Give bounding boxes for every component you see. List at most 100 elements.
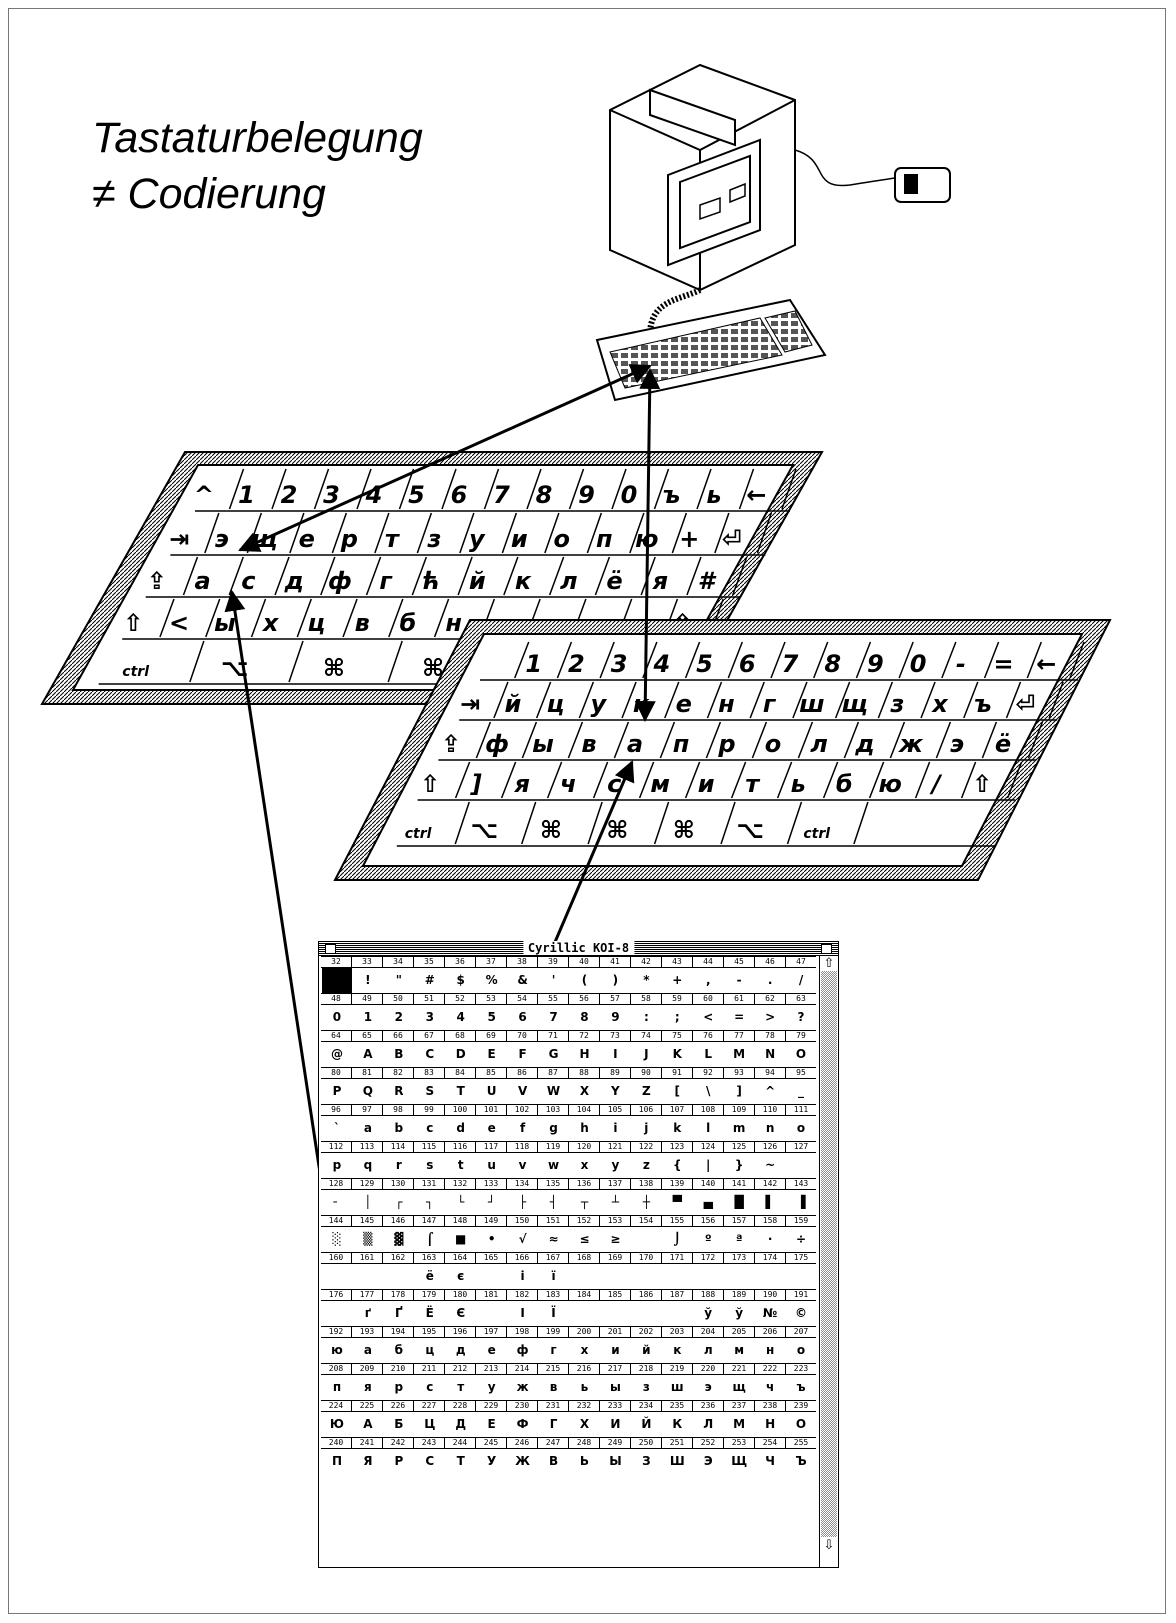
char-cell[interactable]: U [476, 1079, 507, 1104]
char-cell[interactable] [352, 1264, 383, 1289]
char-cell[interactable]: Е [476, 1412, 507, 1437]
char-cell[interactable]: ª [723, 1227, 754, 1252]
char-cell[interactable]: ? [785, 1005, 816, 1030]
char-cell[interactable]: 5 [476, 1005, 507, 1030]
vertical-scrollbar[interactable]: ⇧ ⇩ [819, 956, 838, 1567]
char-cell[interactable]: ▀ [661, 1190, 692, 1215]
char-cell[interactable] [661, 1264, 692, 1289]
char-cell[interactable] [321, 1264, 352, 1289]
char-cell[interactable]: f [507, 1116, 538, 1141]
char-cell[interactable]: Z [630, 1079, 661, 1104]
char-cell[interactable]: $ [445, 968, 476, 993]
char-cell[interactable]: ' [538, 968, 569, 993]
char-cell[interactable]: Ж [507, 1449, 538, 1474]
char-cell[interactable]: № [754, 1301, 785, 1326]
char-cell[interactable] [569, 1301, 600, 1326]
char-cell[interactable]: э [692, 1375, 723, 1400]
char-cell[interactable]: щ [723, 1375, 754, 1400]
char-cell[interactable]: м [723, 1338, 754, 1363]
char-cell[interactable]: V [507, 1079, 538, 1104]
char-cell[interactable]: w [538, 1153, 569, 1178]
char-cell[interactable]: z [630, 1153, 661, 1178]
char-cell[interactable]: М [723, 1412, 754, 1437]
char-cell[interactable]: я [352, 1375, 383, 1400]
char-cell[interactable]: С [414, 1449, 445, 1474]
char-cell[interactable]: d [445, 1116, 476, 1141]
char-cell[interactable]: З [630, 1449, 661, 1474]
char-cell[interactable]: ( [569, 968, 600, 993]
char-cell[interactable]: · [754, 1227, 785, 1252]
char-cell[interactable]: ≤ [569, 1227, 600, 1252]
char-cell[interactable]: А [352, 1412, 383, 1437]
char-cell[interactable]: й [630, 1338, 661, 1363]
char-cell[interactable]: H [569, 1042, 600, 1067]
char-cell[interactable]: і [507, 1264, 538, 1289]
char-cell[interactable]: : [630, 1005, 661, 1030]
char-cell[interactable]: р [383, 1375, 414, 1400]
char-cell[interactable]: l [692, 1116, 723, 1141]
up-arrow-icon[interactable]: ⇧ [820, 956, 838, 971]
char-cell[interactable]: % [476, 968, 507, 993]
char-cell[interactable]: 1 [352, 1005, 383, 1030]
char-cell[interactable] [599, 1264, 630, 1289]
char-cell[interactable]: в [538, 1375, 569, 1400]
char-cell[interactable]: Р [383, 1449, 414, 1474]
char-cell[interactable]: D [445, 1042, 476, 1067]
char-cell[interactable]: Ї [538, 1301, 569, 1326]
char-cell[interactable]: ▒ [352, 1227, 383, 1252]
char-cell[interactable]: 6 [507, 1005, 538, 1030]
char-cell[interactable] [785, 1264, 816, 1289]
char-cell[interactable]: И [599, 1412, 630, 1437]
char-cell[interactable]: Э [692, 1449, 723, 1474]
char-cell[interactable]: Ч [754, 1449, 785, 1474]
char-cell[interactable]: 4 [445, 1005, 476, 1030]
char-cell[interactable] [630, 1227, 661, 1252]
close-box-icon[interactable] [325, 944, 336, 954]
char-cell[interactable]: ▌ [754, 1190, 785, 1215]
char-cell[interactable]: X [569, 1079, 600, 1104]
char-cell[interactable]: Ф [507, 1412, 538, 1437]
char-cell[interactable]: N [754, 1042, 785, 1067]
char-cell[interactable]: Т [445, 1449, 476, 1474]
char-cell[interactable]: ! [352, 968, 383, 993]
char-cell[interactable]: Ц [414, 1412, 445, 1437]
char-cell[interactable]: ┴ [599, 1190, 630, 1215]
char-cell[interactable]: Щ [723, 1449, 754, 1474]
window-title-bar[interactable]: Cyrillic KOI-8 [319, 942, 838, 956]
char-cell[interactable]: + [661, 968, 692, 993]
char-cell[interactable]: " [383, 968, 414, 993]
char-cell[interactable]: o [785, 1116, 816, 1141]
char-cell[interactable]: r [383, 1153, 414, 1178]
char-cell[interactable]: ┬ [569, 1190, 600, 1215]
char-cell[interactable]: / [785, 968, 816, 993]
char-cell[interactable]: ■ [445, 1227, 476, 1252]
char-cell[interactable]: Ы [599, 1449, 630, 1474]
char-cell[interactable]: Ш [661, 1449, 692, 1474]
char-cell[interactable]: ґ [352, 1301, 383, 1326]
char-cell[interactable]: Н [754, 1412, 785, 1437]
char-cell[interactable]: P [321, 1079, 352, 1104]
char-cell[interactable]: Я [352, 1449, 383, 1474]
char-cell[interactable]: ├ [507, 1190, 538, 1215]
char-cell[interactable]: ] [723, 1079, 754, 1104]
char-cell[interactable]: v [507, 1153, 538, 1178]
char-cell[interactable]: Ё [414, 1301, 445, 1326]
down-arrow-icon[interactable]: ⇩ [820, 1538, 838, 1553]
char-cell[interactable] [630, 1301, 661, 1326]
char-cell[interactable]: ▓ [383, 1227, 414, 1252]
char-cell[interactable]: █ [723, 1190, 754, 1215]
char-cell[interactable]: ÷ [785, 1227, 816, 1252]
char-cell[interactable]: ъ [785, 1375, 816, 1400]
char-cell[interactable] [321, 1301, 352, 1326]
char-cell[interactable]: T [445, 1079, 476, 1104]
char-cell[interactable]: Х [569, 1412, 600, 1437]
char-cell[interactable]: │ [352, 1190, 383, 1215]
char-cell[interactable]: t [445, 1153, 476, 1178]
char-cell[interactable]: E [476, 1042, 507, 1067]
char-cell[interactable]: y [599, 1153, 630, 1178]
char-cell[interactable] [692, 1264, 723, 1289]
char-cell[interactable]: h [569, 1116, 600, 1141]
char-cell[interactable]: ; [661, 1005, 692, 1030]
char-cell[interactable]: q [352, 1153, 383, 1178]
char-cell[interactable]: г [538, 1338, 569, 1363]
